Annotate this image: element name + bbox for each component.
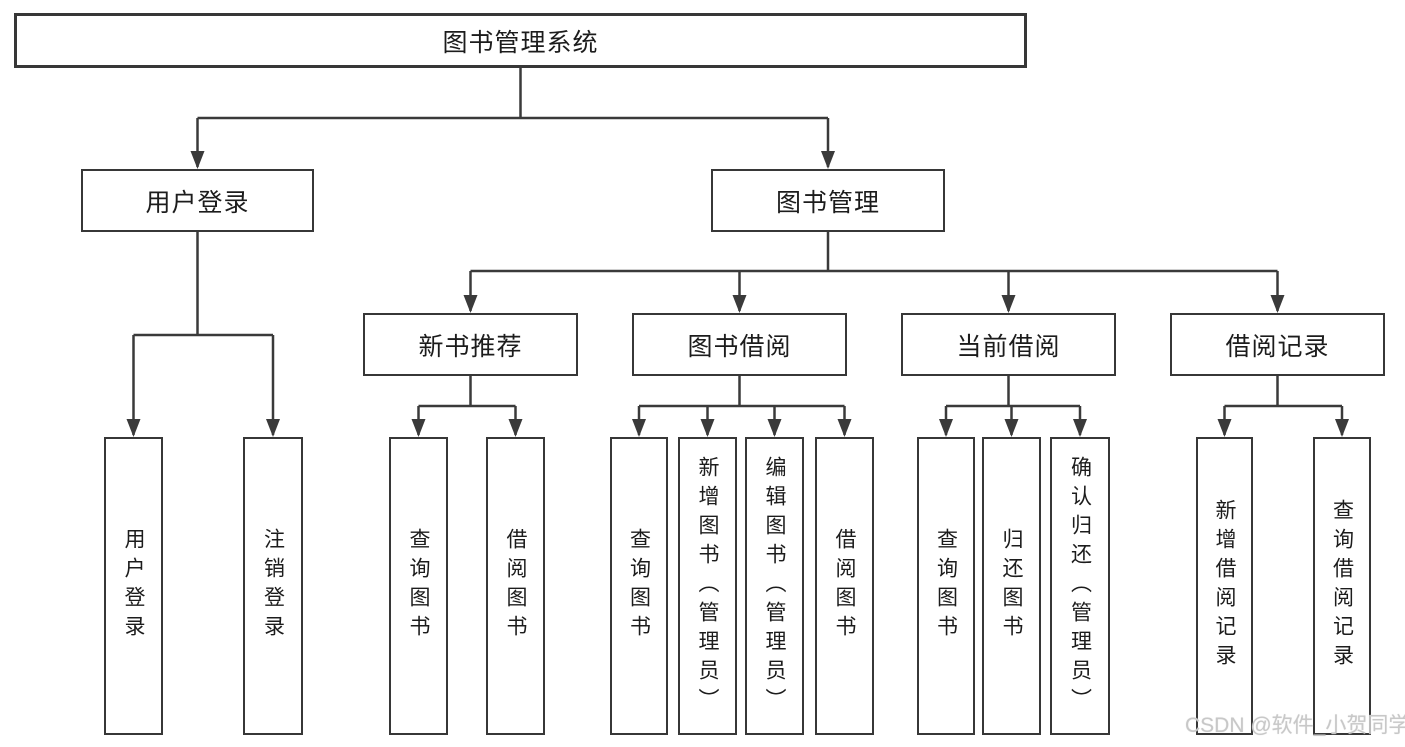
csdn-watermark: CSDN @软件_小贺同学 [1185, 714, 1405, 737]
connector-book-mgmt-trunk [470, 232, 1278, 273]
leaf-label: 借阅图书 [833, 528, 856, 644]
node-leaf-edit-books-admin: 编辑图书（管理员） [745, 437, 804, 735]
node-book-borrowing: 图书借阅 [632, 313, 847, 376]
node-leaf-add-books-admin: 新增图书（管理员） [678, 437, 737, 735]
connector-book-borrow-trunk [639, 376, 845, 408]
leaf-label: 查询图书 [407, 528, 430, 644]
node-leaf-query-borrow-record: 查询借阅记录 [1313, 437, 1371, 735]
leaf-label: 确认归还（管理员） [1068, 455, 1092, 717]
node-leaf-add-borrow-record: 新增借阅记录 [1196, 437, 1253, 735]
node-leaf-query-books-3: 查询图书 [917, 437, 975, 735]
node-new-book-recommend: 新书推荐 [363, 313, 578, 376]
leaf-label: 归还图书 [1000, 528, 1023, 644]
leaf-label: 编辑图书（管理员） [763, 455, 786, 717]
node-leaf-logout: 注销登录 [243, 437, 303, 735]
leaf-label: 查询图书 [627, 528, 651, 644]
node-leaf-query-books-1: 查询图书 [389, 437, 448, 735]
leaf-label: 新增图书（管理员） [696, 455, 719, 717]
leaf-label: 新增借阅记录 [1213, 499, 1236, 673]
node-leaf-borrow-books-2: 借阅图书 [815, 437, 874, 735]
connector-root-trunk [197, 68, 828, 120]
node-book-management: 图书管理 [711, 169, 945, 232]
connector-borrow-records-trunk [1224, 376, 1342, 408]
leaf-label: 用户登录 [122, 528, 145, 644]
node-leaf-return-books: 归还图书 [982, 437, 1041, 735]
connector-current-borrow-trunk [946, 376, 1080, 408]
node-current-borrowing: 当前借阅 [901, 313, 1116, 376]
node-leaf-borrow-books-1: 借阅图书 [486, 437, 545, 735]
leaf-label: 注销登录 [261, 528, 285, 644]
node-leaf-user-login: 用户登录 [104, 437, 163, 735]
connector-new-book-rec-trunk [418, 376, 516, 408]
node-leaf-confirm-return-admin: 确认归还（管理员） [1050, 437, 1110, 735]
node-borrowing-records: 借阅记录 [1170, 313, 1385, 376]
leaf-label: 查询图书 [934, 528, 958, 644]
node-root-library-system: 图书管理系统 [14, 13, 1027, 68]
connector-user-login-trunk [133, 232, 273, 337]
leaf-label: 借阅图书 [504, 528, 527, 644]
leaf-label: 查询借阅记录 [1330, 499, 1354, 673]
node-leaf-query-books-2: 查询图书 [610, 437, 668, 735]
node-user-login: 用户登录 [81, 169, 314, 232]
